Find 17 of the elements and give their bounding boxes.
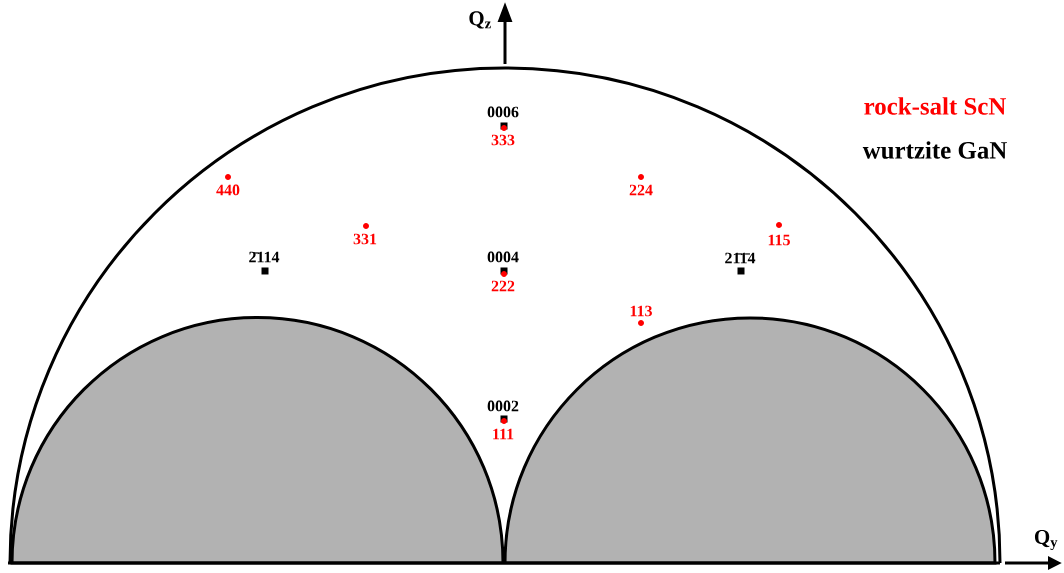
reflection-label: 0002 [487,400,519,412]
reflection-label: 333 [491,134,515,146]
reflection-label: 222 [491,280,515,292]
reflection-label: 21̄1̄4 [725,252,756,264]
reflection-label: 113 [630,305,652,317]
axis-label: Q$_{y}$ [1034,529,1058,551]
reflection-label: 2̄114 [249,251,280,263]
axis-label: Q$_{z}$ [469,11,491,29]
legend-text: wurtzite GaN [862,141,1007,159]
reflection-label: 331 [353,233,377,245]
reflection-label: 0004 [487,251,519,263]
reflection-label: 0006 [487,106,519,118]
reflection-label: 440 [216,184,240,196]
reflection-label: 224 [629,184,653,196]
reflection-label: 115 [768,234,790,246]
reflection-label: 111 [493,428,514,440]
legend-text: rock-salt ScN [864,97,1006,115]
